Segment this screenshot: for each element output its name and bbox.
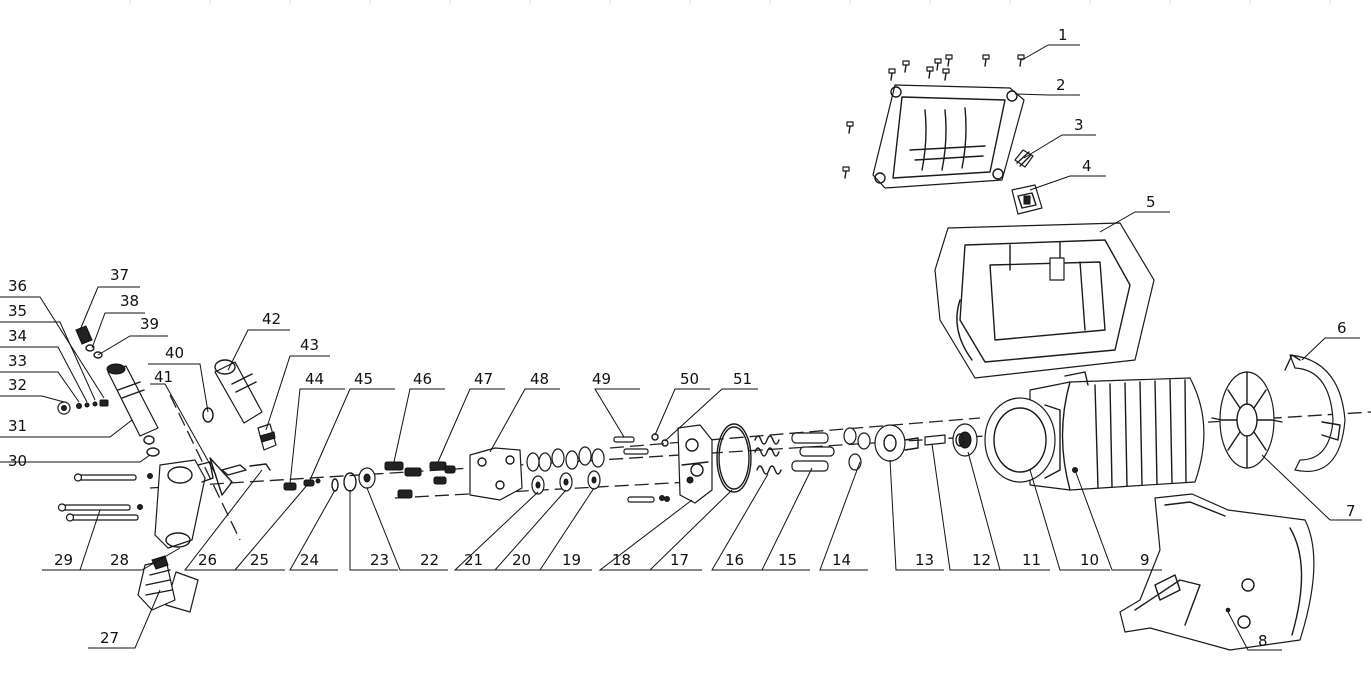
part-label-9: 9 [1140, 551, 1150, 569]
part-outlet-tube [214, 359, 263, 424]
part-label-42: 42 [262, 310, 281, 328]
part-small-fittings [283, 478, 321, 491]
part-label-2: 2 [1056, 76, 1066, 94]
part-label-5: 5 [1146, 193, 1156, 211]
part-label-43: 43 [300, 336, 319, 354]
part-o-ring [716, 423, 752, 493]
part-label-6: 6 [1337, 319, 1347, 337]
part-small-springs [384, 461, 456, 499]
part-label-12: 12 [972, 551, 991, 569]
part-label-33: 33 [8, 352, 27, 370]
part-label-51: 51 [733, 370, 752, 388]
part-label-18: 18 [612, 551, 631, 569]
part-label-10: 10 [1080, 551, 1099, 569]
part-switch [1011, 184, 1043, 215]
part-rings-22-24 [331, 467, 376, 492]
leader-lines [0, 44, 1362, 651]
part-label-35: 35 [8, 302, 27, 320]
part-label-31: 31 [8, 417, 27, 435]
part-label-19: 19 [562, 551, 581, 569]
part-label-7: 7 [1346, 502, 1356, 520]
part-label-50: 50 [680, 370, 699, 388]
part-washers [843, 427, 871, 471]
part-label-24: 24 [300, 551, 319, 569]
part-label-40: 40 [165, 344, 184, 362]
part-inlet-cap [75, 325, 103, 359]
part-label-38: 38 [120, 292, 139, 310]
top-ruler-ticks [129, 0, 1331, 5]
part-base [1119, 493, 1315, 651]
part-label-26: 26 [198, 551, 217, 569]
part-label-11: 11 [1022, 551, 1041, 569]
part-label-14: 14 [832, 551, 851, 569]
part-label-36: 36 [8, 277, 27, 295]
part-label-30: 30 [8, 452, 27, 470]
part-valve-body [469, 447, 523, 501]
part-pin [924, 434, 946, 446]
part-label-44: 44 [305, 370, 324, 388]
part-label-37: 37 [110, 266, 129, 284]
part-label-39: 39 [140, 315, 159, 333]
part-label-13: 13 [915, 551, 934, 569]
part-label-20: 20 [512, 551, 531, 569]
part-fan-cover [1284, 354, 1346, 472]
part-label-15: 15 [778, 551, 797, 569]
part-wobble-plate [874, 424, 919, 462]
part-outlet-nozzle [257, 423, 277, 451]
part-long-bolts [57, 473, 153, 522]
part-label-21: 21 [464, 551, 483, 569]
part-label-16: 16 [725, 551, 744, 569]
part-label-47: 47 [474, 370, 493, 388]
part-springs [754, 435, 782, 475]
part-label-45: 45 [354, 370, 373, 388]
part-label-4: 4 [1082, 157, 1092, 175]
part-label-46: 46 [413, 370, 432, 388]
part-clips [221, 463, 271, 476]
part-bearing [952, 423, 978, 457]
part-label-32: 32 [8, 376, 27, 394]
part-label-3: 3 [1074, 116, 1084, 134]
part-fan [1211, 371, 1283, 469]
part-label-25: 25 [250, 551, 269, 569]
part-terminal-box-cover [872, 84, 1025, 189]
part-head-bolts [613, 433, 670, 503]
part-number-labels: 1 2 3 4 5 6 7 8 9 10 11 12 13 14 15 16 1… [8, 26, 1356, 650]
part-label-8: 8 [1258, 632, 1268, 650]
part-motor-housing [934, 222, 1155, 379]
part-label-1: 1 [1058, 26, 1068, 44]
part-pistons [791, 432, 835, 472]
part-label-41: 41 [154, 368, 173, 386]
part-label-22: 22 [420, 551, 439, 569]
part-motor-flange [984, 397, 1078, 483]
part-capacitor [1014, 149, 1034, 168]
part-inlet-fitting [154, 459, 214, 549]
part-label-29: 29 [54, 551, 73, 569]
part-valves [526, 446, 605, 495]
part-pressure-switch [137, 555, 199, 613]
part-retainers [202, 407, 233, 496]
part-motor-stator [1029, 371, 1205, 491]
part-label-34: 34 [8, 327, 27, 345]
part-label-17: 17 [670, 551, 689, 569]
part-label-23: 23 [370, 551, 389, 569]
part-label-48: 48 [530, 370, 549, 388]
part-inlet-tube [106, 363, 160, 457]
part-label-27: 27 [100, 629, 119, 647]
part-pump-head [677, 424, 713, 504]
part-label-28: 28 [110, 551, 129, 569]
part-inlet-small [57, 399, 109, 415]
part-screws [842, 54, 1025, 179]
part-label-49: 49 [592, 370, 611, 388]
